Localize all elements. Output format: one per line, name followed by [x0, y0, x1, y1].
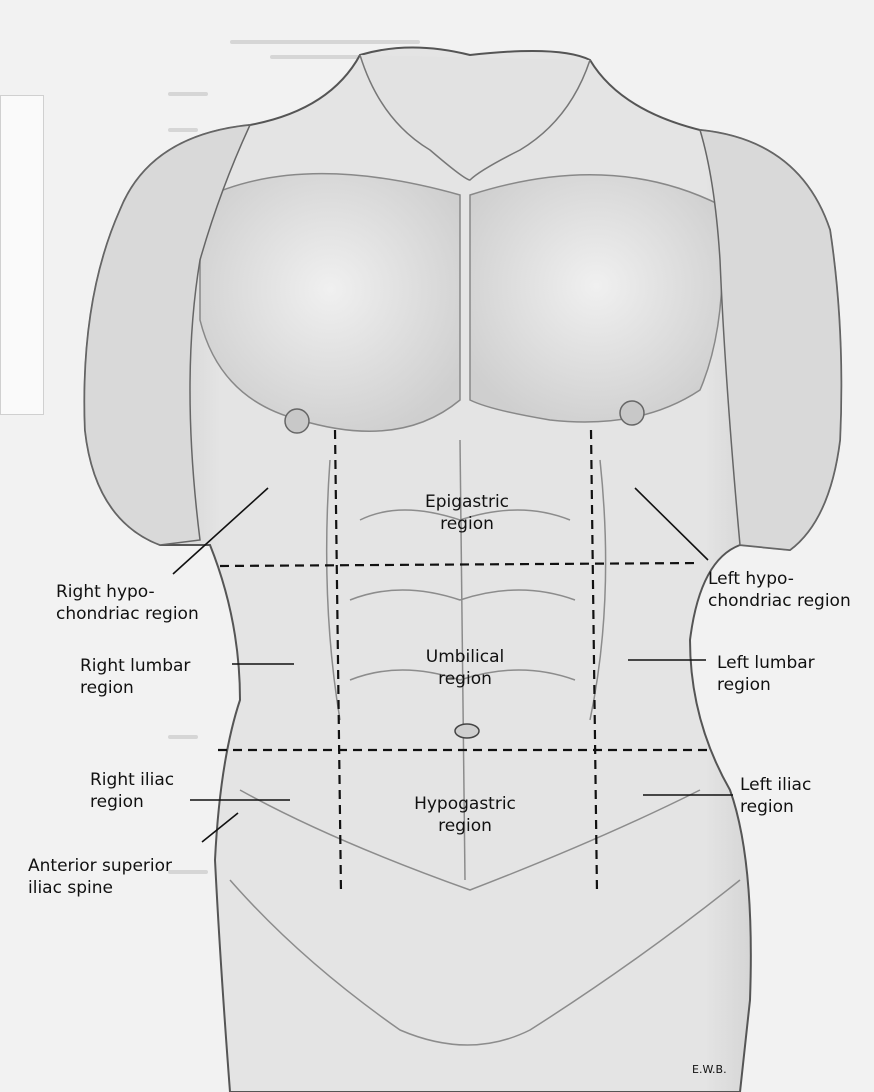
- left-lumbar-region-label: Left lumbar region: [717, 652, 867, 696]
- right-nipple: [285, 409, 309, 433]
- right-lumbar-region-label: Right lumbar region: [80, 655, 230, 699]
- right-iliac-region-label: Right iliac region: [90, 769, 210, 813]
- umbilical-region-label: Umbilical region: [410, 646, 520, 690]
- right-hypochondriac-region-label: Right hypo- chondriac region: [56, 581, 226, 625]
- left-nipple: [620, 401, 644, 425]
- anterior-superior-iliac-spine-label: Anterior superior iliac spine: [28, 855, 208, 899]
- epigastric-region-label: Epigastric region: [412, 491, 522, 535]
- hypogastric-region-label: Hypogastric region: [400, 793, 530, 837]
- left-iliac-region-label: Left iliac region: [740, 774, 860, 818]
- artist-signature: E.W.B.: [692, 1063, 727, 1077]
- umbilicus: [455, 724, 479, 738]
- left-pectoral: [470, 175, 723, 422]
- left-hypochondriac-region-label: Left hypo- chondriac region: [708, 568, 874, 612]
